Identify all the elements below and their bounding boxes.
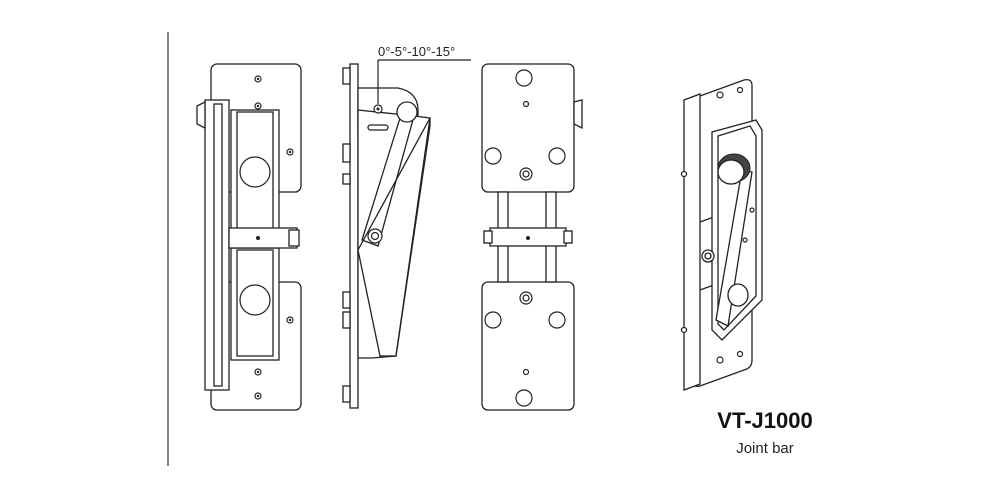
front-view (196, 63, 302, 411)
product-model: VT-J1000 (717, 408, 813, 433)
back-view (481, 63, 583, 411)
product-name: Joint bar (736, 440, 794, 457)
front-lower-hole (239, 284, 271, 316)
front-upper-hole (239, 156, 271, 188)
side-view (342, 59, 471, 409)
angle-label: 0°-5°-10°-15° (378, 44, 455, 59)
isometric-view (680, 78, 763, 391)
